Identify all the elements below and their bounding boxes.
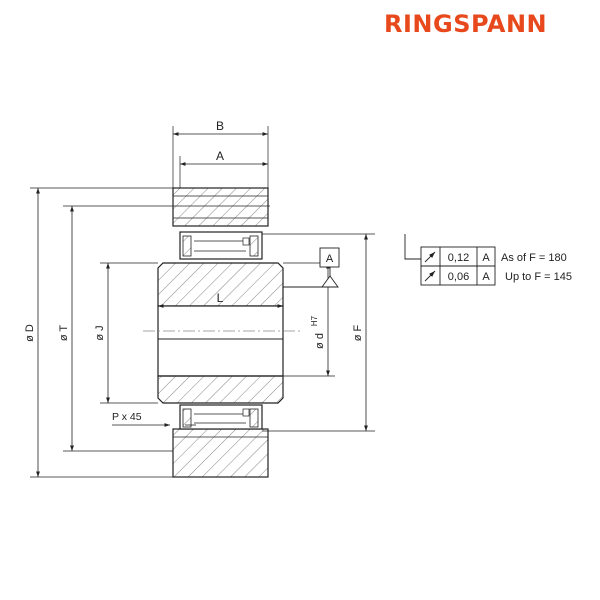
chamfer-label: P x 45 — [112, 411, 142, 423]
tolerance-value-1: 0,12 — [448, 252, 469, 264]
dim-d-label: ø D — [24, 324, 36, 342]
dim-t-label: ø T — [58, 325, 70, 342]
tolerance-note-2: Up to F = 145 — [505, 271, 572, 283]
bearing-top — [179, 231, 263, 260]
dim-l-label: L — [217, 291, 224, 305]
datum-a — [283, 247, 340, 288]
inner-bore — [157, 305, 284, 377]
tolerance-datum-1: A — [482, 252, 490, 264]
dim-b-label: B — [216, 119, 224, 133]
dimension-lines — [36, 132, 368, 477]
dim-bore-label: ø d — [314, 333, 326, 349]
ringspann-logo: RINGSPANN — [384, 10, 548, 38]
dim-f-label: ø F — [352, 324, 364, 341]
tolerance-datum-2: A — [482, 271, 490, 283]
dim-a-label: A — [216, 149, 224, 163]
inner-ring-bottom — [157, 375, 284, 404]
dim-j-label: ø J — [94, 325, 106, 340]
datum-a-label: A — [326, 253, 334, 265]
runout-icon — [424, 251, 436, 263]
tolerance-note-1: As of F = 180 — [501, 252, 567, 264]
tolerance-value-2: 0,06 — [448, 271, 469, 283]
outer-ring-top — [172, 187, 269, 227]
feature-control-frame — [404, 234, 496, 286]
outer-ring-bottom — [172, 428, 269, 478]
runout-icon — [424, 270, 436, 282]
part-section — [157, 187, 284, 478]
dim-bore-tolerance: H7 — [310, 315, 319, 326]
